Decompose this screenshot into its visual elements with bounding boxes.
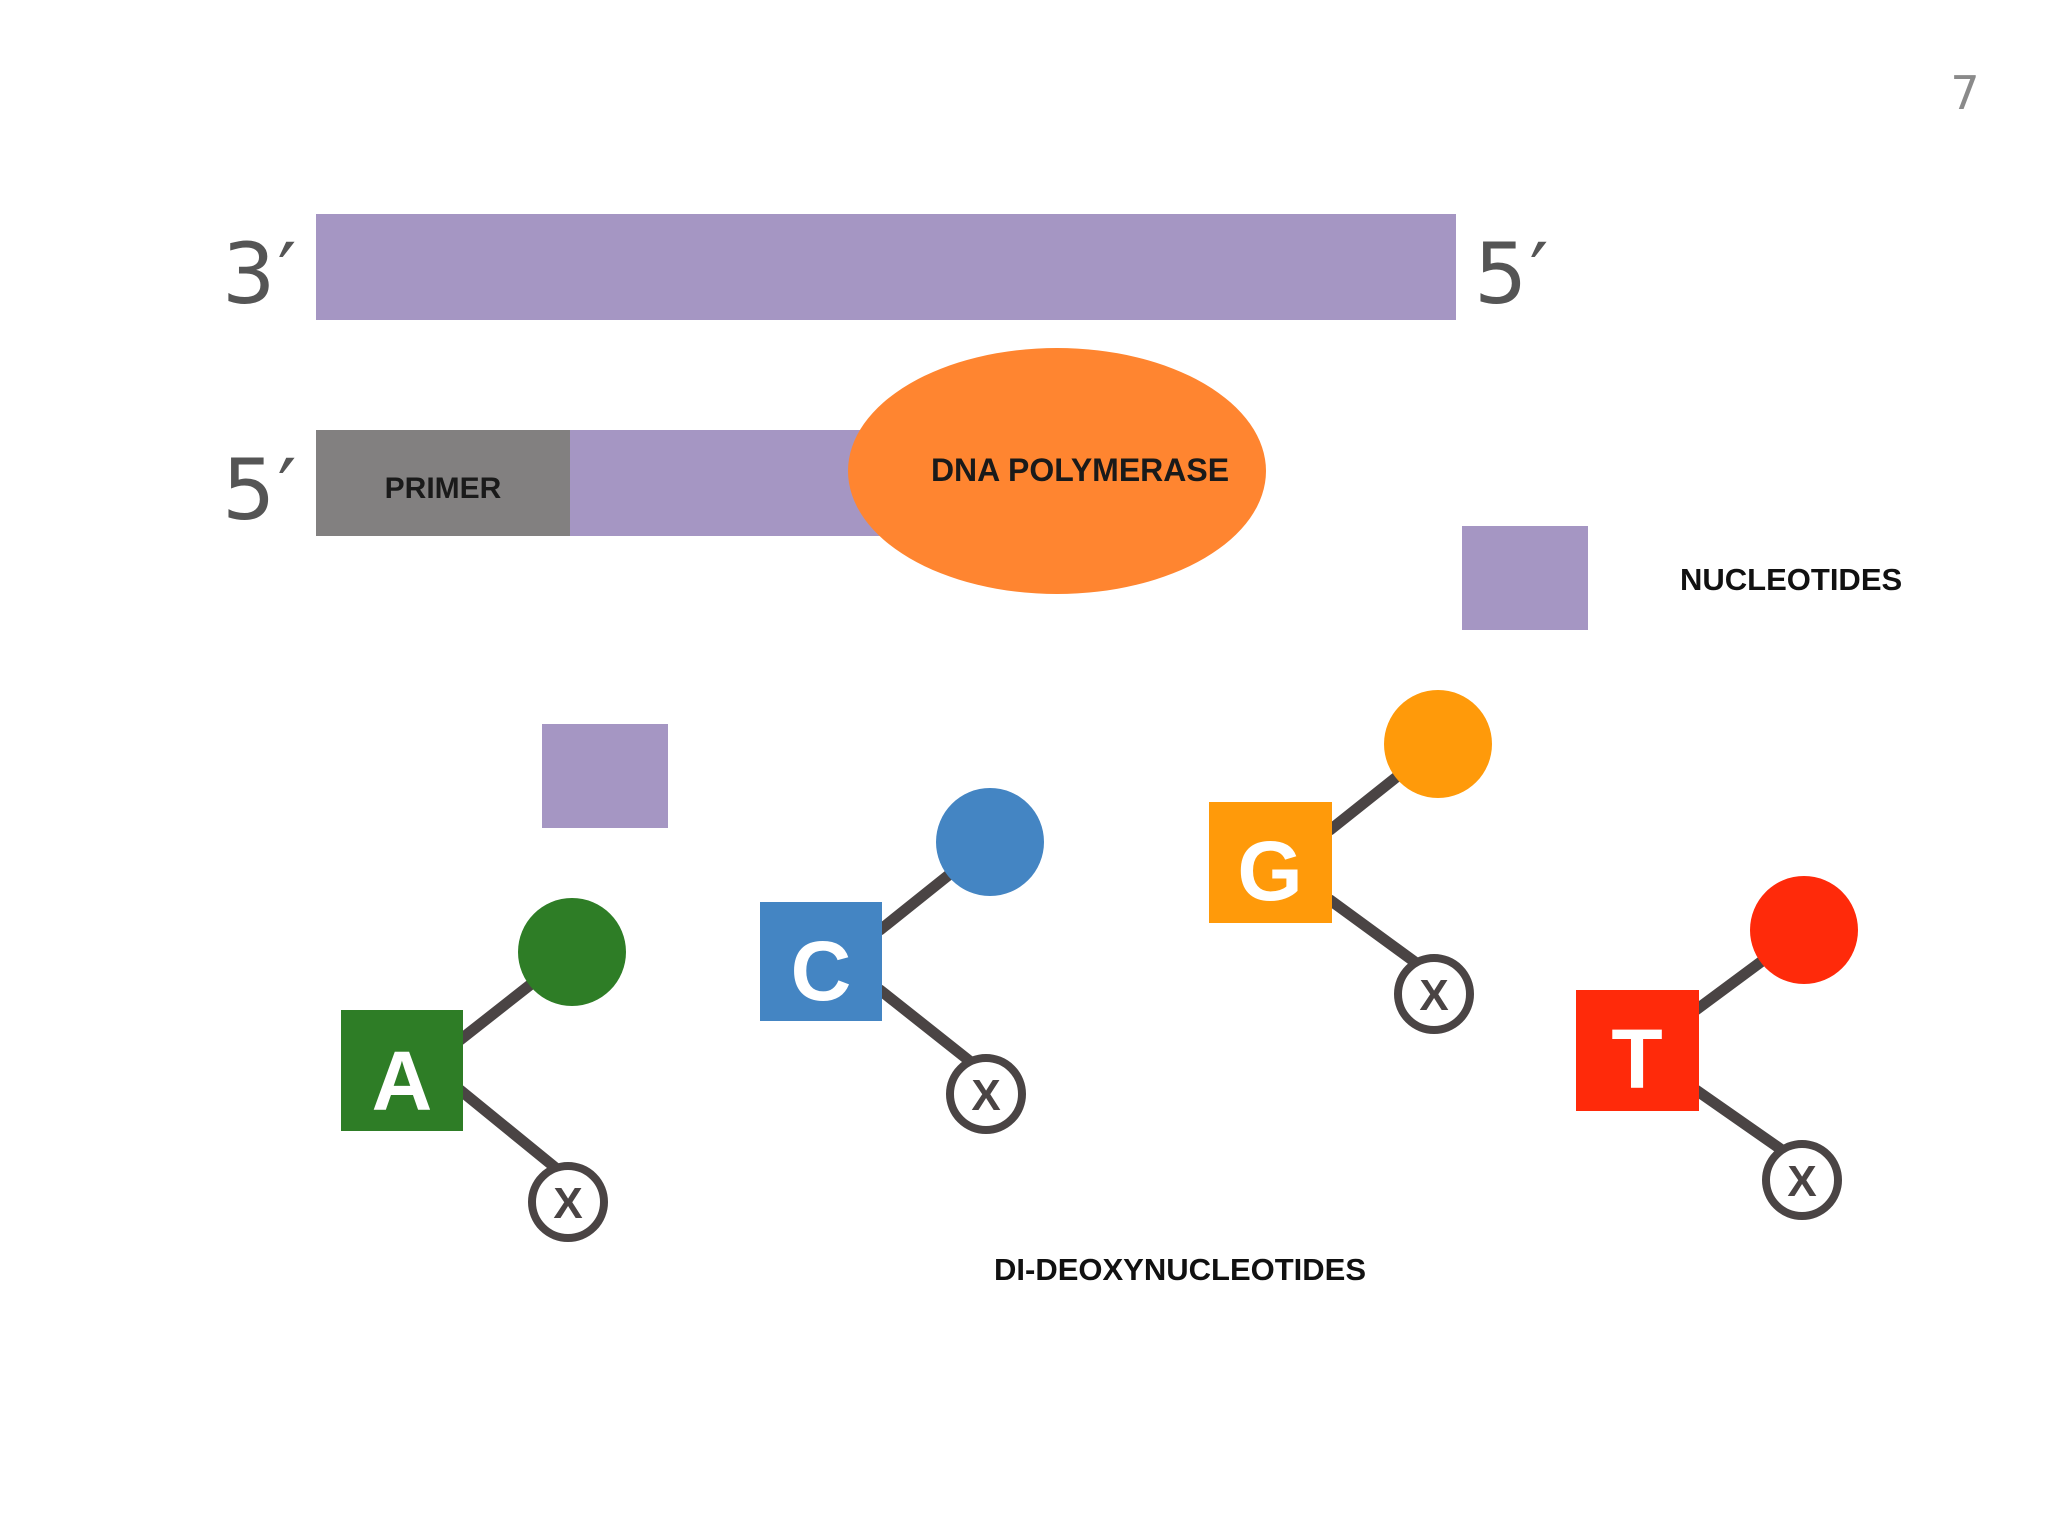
- dna-polymerase: [848, 348, 1266, 594]
- nucleotide-square: [542, 724, 668, 828]
- dideoxy-blocker-icon: [1394, 954, 1474, 1034]
- dideoxy-blocker-icon: [946, 1054, 1026, 1134]
- phosphate-circle-a: [518, 898, 626, 1006]
- base-letter-a: A: [372, 1034, 433, 1128]
- base-square-t: [1576, 990, 1699, 1111]
- nucleotide-square: [1462, 526, 1588, 630]
- primer: PRIMER: [316, 430, 570, 536]
- base-letter-c: C: [791, 924, 852, 1018]
- base-square-c: [760, 902, 882, 1021]
- template-3-prime-label: 3′: [222, 225, 299, 323]
- ddntp-g: G X: [1209, 690, 1492, 1034]
- phosphate-circle-t: [1750, 876, 1858, 984]
- dideoxy-blocker-symbol: X: [971, 1071, 1000, 1120]
- base-square-a: [341, 1010, 463, 1131]
- ddntp-a: A X: [341, 898, 626, 1242]
- dideoxynucleotides-label: DI-DEOXYNUCLEOTIDES: [994, 1252, 1367, 1287]
- growing-strand: [570, 430, 900, 536]
- template-strand: [316, 214, 1456, 320]
- growing-strand-5-prime-label: 5′: [222, 441, 299, 539]
- base-letter-t: T: [1611, 1012, 1662, 1106]
- dna-polymerase-label: DNA POLYMERASE: [930, 452, 1230, 488]
- ddntp-t: T X: [1576, 876, 1858, 1220]
- dideoxy-blocker-icon: [1762, 1140, 1842, 1220]
- nucleotides-label: NUCLEOTIDES: [1680, 562, 1903, 597]
- base-square-g: [1209, 802, 1332, 923]
- base-letter-g: G: [1237, 824, 1302, 918]
- ddntp-c: C X: [760, 788, 1044, 1134]
- phosphate-circle-c: [936, 788, 1044, 896]
- template-5-prime-label: 5′: [1474, 225, 1551, 323]
- dideoxy-blocker-symbol: X: [553, 1179, 582, 1228]
- dideoxy-blocker-symbol: X: [1787, 1157, 1816, 1206]
- dideoxy-blocker-symbol: X: [1419, 971, 1448, 1020]
- slide-number: 7: [1950, 66, 1980, 120]
- dideoxy-blocker-icon: [528, 1162, 608, 1242]
- phosphate-circle-g: [1384, 690, 1492, 798]
- primer-label: PRIMER: [384, 472, 502, 505]
